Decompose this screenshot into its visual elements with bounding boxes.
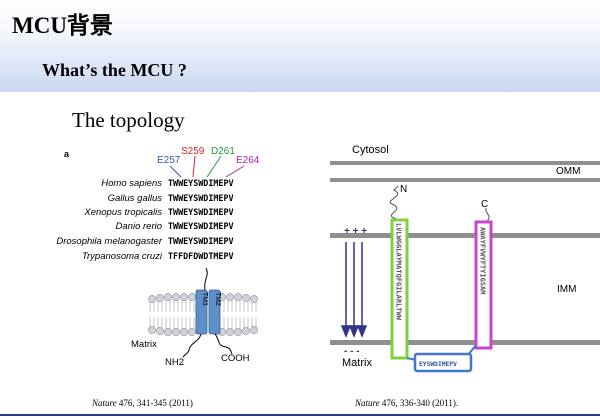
residue-label-e264: E264: [236, 155, 260, 166]
species-sequence: TFFDFDWDTMEPV: [168, 251, 234, 261]
bottom-divider: [0, 414, 600, 416]
cytosol-label: Cytosol: [352, 144, 389, 156]
species-name: Drosophila melanogaster: [56, 236, 162, 247]
tm1-sequence: LVLWGGLAYMATQFGILARLTWW: [395, 223, 403, 321]
topology-diagram: Cytosol OMM IMM N C + + + - - - Matrix L…: [330, 144, 600, 373]
tm2-sequence: AWAYFVWYFTYIGSAM: [479, 227, 487, 294]
residue-label-s259: S259: [181, 146, 205, 157]
panel-label: a: [64, 149, 70, 159]
slide-title: MCU背景: [12, 13, 113, 38]
species-sequence: TWWEYSWDIMEPV: [168, 207, 234, 217]
species-name: Gallus gallus: [108, 193, 163, 204]
matrix-loop-box: [413, 352, 473, 373]
slide-subtitle: What’s the MCU ?: [42, 60, 187, 80]
species-name: Homo sapiens: [101, 178, 162, 189]
cooh-label: COOH: [221, 353, 250, 364]
tm2-helix: [208, 289, 221, 335]
alignment-figure: a E257 S259 D261 E264 Homo sapiens Gallu…: [56, 146, 260, 368]
section-title: The topology: [72, 108, 185, 132]
species-sequence: TWWEYSWDIMEPV: [168, 236, 234, 246]
n-terminus-label: N: [400, 184, 407, 195]
tm1-label: TM1: [201, 292, 208, 306]
c-terminus-label: C: [481, 199, 488, 210]
citation-left: Nature 476, 341-345 (2011): [92, 398, 193, 408]
residue-label-e257: E257: [157, 155, 181, 166]
citation-right: Nature 476, 336-340 (2011).: [355, 398, 459, 408]
species-name: Xenopus tropicalis: [83, 207, 162, 218]
species-sequence: TWWEYSWDIMEPV: [168, 193, 234, 203]
minus-signs: - - -: [344, 346, 360, 357]
tm2-helix-box: [474, 220, 493, 350]
imm-label: IMM: [557, 284, 576, 295]
tm2-label: TM2: [214, 292, 221, 306]
slide-header: [0, 0, 600, 92]
tm1-helix: [195, 289, 208, 335]
omm-label: OMM: [556, 166, 580, 177]
matrix-label: Matrix: [131, 339, 157, 350]
matrix-label-right: Matrix: [342, 357, 372, 369]
species-name: Danio rerio: [116, 221, 162, 232]
residue-label-d261: D261: [211, 146, 235, 157]
nh2-label: NH2: [165, 357, 184, 368]
loop-sequence: EYSWDIMEPV: [419, 361, 457, 368]
species-sequence: TWWEYSWDIMEPV: [168, 221, 234, 231]
tm1-helix-box: [390, 218, 409, 360]
species-sequence: TWWEYSWDIMEPV: [168, 178, 234, 188]
plus-signs: + + +: [344, 226, 367, 237]
species-name: Trypanosoma cruzi: [82, 251, 163, 262]
